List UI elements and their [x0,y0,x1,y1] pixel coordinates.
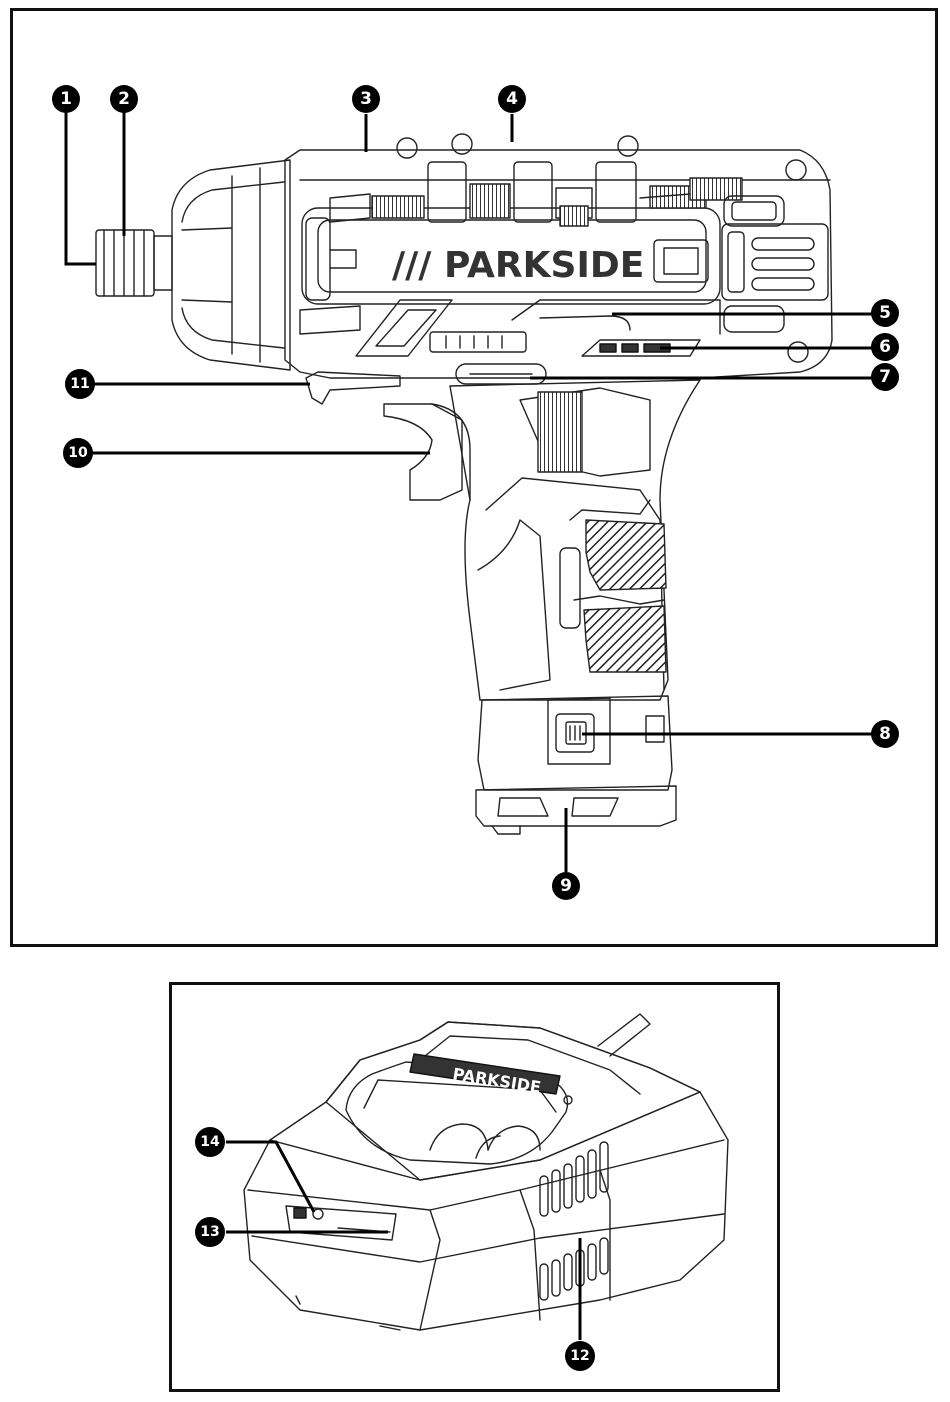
bit-holder [96,230,172,296]
brand-logo-text: /// PARKSIDE [392,245,644,286]
charger-illustration: PARKSIDE [244,1014,728,1330]
charger-cable [598,1014,650,1056]
battery-pack [476,696,676,834]
callout-4-label: 4 [506,89,518,109]
charger-brand-badge: PARKSIDE [410,1054,560,1097]
callout-7-label: 7 [879,367,891,387]
front-housing [172,160,290,370]
callout-12-label: 12 [570,1348,589,1364]
callout-3: 3 [352,85,380,113]
direction-switch [306,372,400,404]
callout-2-label: 2 [118,89,130,109]
callout-7: 7 [871,363,899,391]
callout-6-label: 6 [879,337,891,357]
callout-2: 2 [110,85,138,113]
callout-5: 5 [871,299,899,327]
callout-14-label: 14 [200,1134,220,1150]
callout-12: 12 [565,1341,595,1371]
callout-13-label: 13 [200,1224,219,1240]
callout-11-label: 11 [70,376,89,392]
callout-4: 4 [498,85,526,113]
callout-1: 1 [52,85,80,113]
callout-8: 8 [871,720,899,748]
leader-1 [66,112,96,264]
callout-6: 6 [871,333,899,361]
callout-1-label: 1 [60,89,72,109]
callout-11: 11 [65,369,95,399]
callout-10-label: 10 [68,445,88,461]
callout-10: 10 [63,438,93,468]
handle [450,380,700,700]
callout-8-label: 8 [879,724,891,744]
callout-5-label: 5 [879,303,891,323]
callout-3-label: 3 [360,89,372,109]
callout-9: 9 [552,872,580,900]
impact-driver-illustration: /// PARKSIDE [96,134,832,834]
charger-vents [540,1142,608,1300]
callout-14: 14 [195,1127,225,1157]
leader-14 [226,1142,314,1212]
callout-13: 13 [195,1217,225,1247]
leader-lines [66,112,872,1340]
callout-9-label: 9 [560,876,572,896]
